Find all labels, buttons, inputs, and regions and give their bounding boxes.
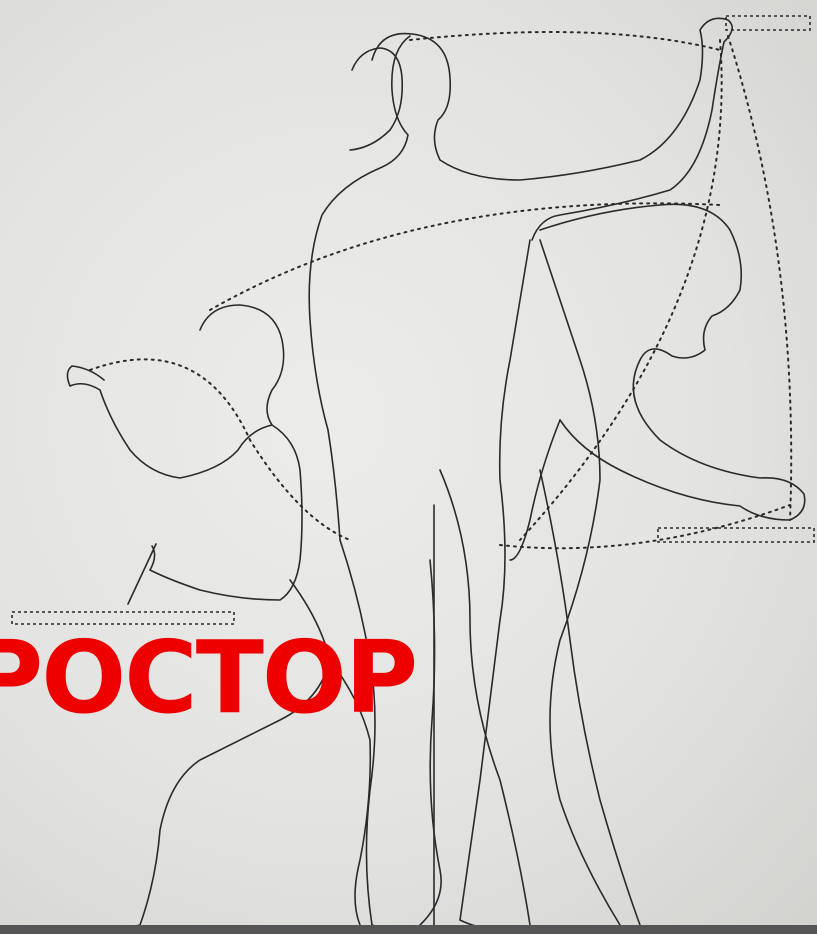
standing-figure <box>309 18 732 929</box>
floor-line <box>0 925 817 934</box>
standing-figure-overlay <box>350 48 640 925</box>
seated-figure <box>67 305 370 929</box>
bending-figure <box>510 204 805 925</box>
overlay-title: РОСТОР <box>0 628 416 728</box>
high-shelf <box>726 16 810 30</box>
